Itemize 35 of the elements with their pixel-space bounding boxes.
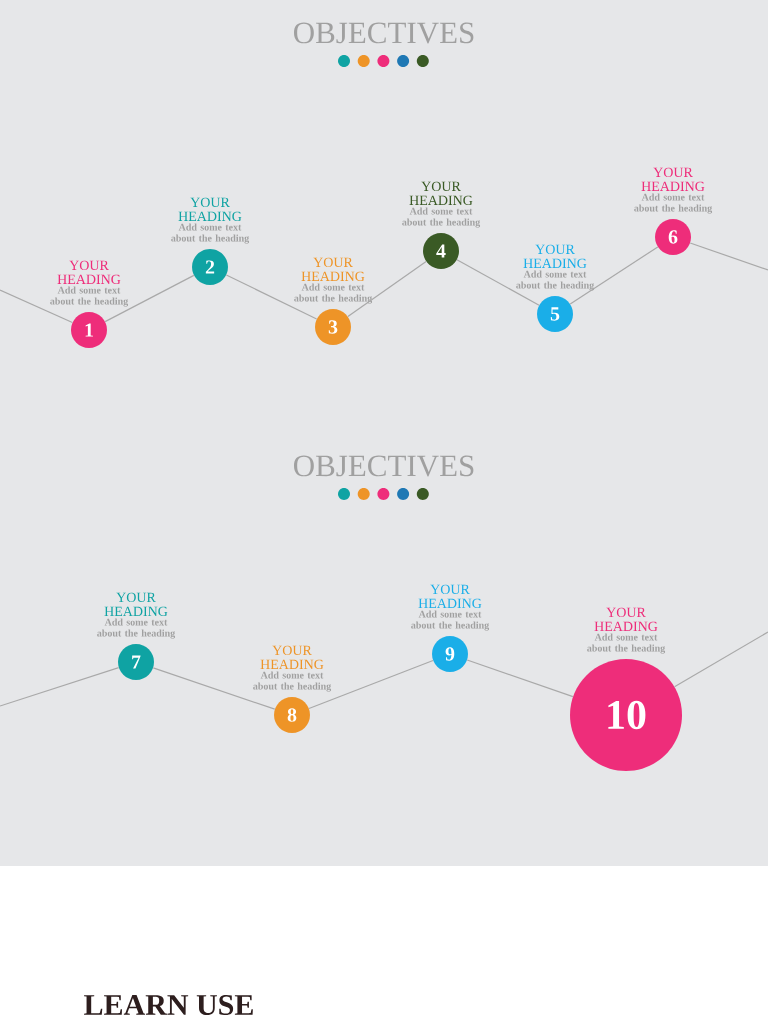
heading-text: YOUR HEADING — [260, 645, 324, 670]
section-heading: LEARN USE — [84, 994, 253, 1016]
heading-text: YOUR HEADING — [523, 244, 587, 269]
connector-line — [225, 274, 318, 320]
connector-line — [569, 246, 659, 305]
description-text: Add some text about the heading — [171, 223, 250, 244]
connector-line — [466, 659, 574, 698]
connector-line — [456, 259, 540, 306]
connector-line — [347, 260, 427, 318]
heading-text: YOUR HEADING — [418, 584, 482, 609]
heading-text: YOUR HEADING — [178, 197, 242, 222]
description-text: Add some text about the heading — [634, 193, 713, 214]
heading-text: YOUR HEADING — [641, 167, 705, 192]
connector-line — [0, 289, 73, 324]
description-text: Add some text about the heading — [516, 270, 595, 291]
description-text: Add some text about the heading — [411, 610, 490, 631]
connector-line — [308, 659, 434, 710]
connector-line — [152, 667, 276, 710]
title-text: OBJECTIVES — [294, 22, 474, 44]
connector-line — [673, 631, 768, 688]
title-text: OBJECTIVES — [294, 455, 474, 477]
description-text: Add some text about the heading — [294, 283, 373, 304]
heading-text: YOUR HEADING — [301, 257, 365, 282]
connector-line — [0, 667, 120, 707]
heading-text: YOUR HEADING — [594, 607, 658, 632]
heading-text: YOUR HEADING — [57, 260, 121, 285]
heading-text: YOUR HEADING — [104, 592, 168, 617]
connector-line — [689, 242, 768, 271]
description-text: Add some text about the heading — [50, 286, 129, 307]
description-text: Add some text about the heading — [587, 633, 666, 654]
description-text: Add some text about the heading — [402, 207, 481, 228]
description-text: Add some text about the heading — [97, 618, 176, 639]
connector-line — [104, 274, 195, 323]
heading-text: YOUR HEADING — [409, 181, 473, 206]
description-text: Add some text about the heading — [253, 671, 332, 692]
